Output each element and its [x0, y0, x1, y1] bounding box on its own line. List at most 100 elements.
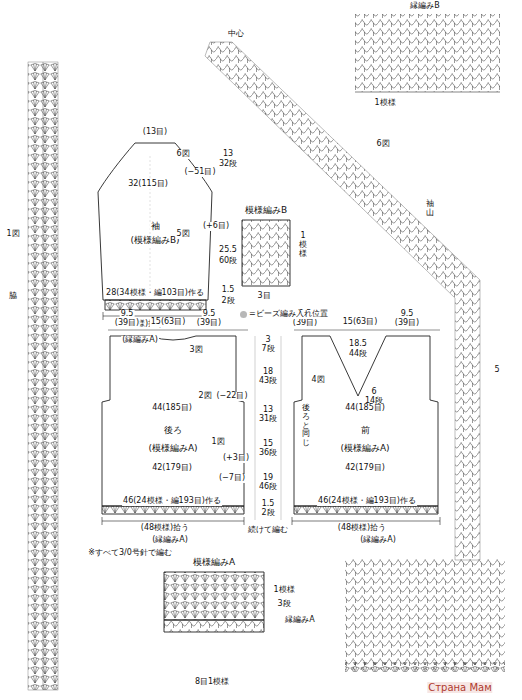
- outline-path: [98, 143, 212, 300]
- dimension-label: (−51目): [183, 168, 216, 177]
- dimension-label: (縁編みA): [151, 536, 189, 545]
- piece-label: (模様編みB): [129, 236, 180, 246]
- dimension-label: 縁編みA: [284, 616, 315, 625]
- dimension-label: 36段: [258, 449, 278, 458]
- dimension-label: 42(179目): [151, 464, 193, 473]
- dimension-label: 脇: [8, 292, 18, 301]
- dimension-label: (48模様)拾う: [140, 524, 190, 533]
- dimension-label: 44(185目): [344, 404, 386, 413]
- dimension-label: (39目): [394, 319, 420, 328]
- dimension-label: (39目): [114, 319, 140, 328]
- dimension-label: 3図: [188, 346, 203, 355]
- dimension-label: 3: [264, 336, 271, 345]
- piece-label: 模様編みA: [192, 558, 236, 568]
- dimension-label: 中心: [227, 30, 245, 39]
- dimension-label: 43段: [258, 377, 278, 386]
- dimension-label: 15(63目): [150, 318, 187, 327]
- dimension-label: 2段: [260, 509, 275, 518]
- dimension-label: 18.5: [348, 340, 368, 349]
- dimension-label: (−7目): [218, 474, 246, 483]
- piece-outline: [238, 204, 294, 288]
- dimension-label: 46(24模様・編193目)作る: [122, 497, 222, 506]
- outline-path: [294, 336, 438, 506]
- bead-swatch: [240, 311, 247, 318]
- piece-label: 前: [360, 426, 371, 436]
- dimension-label: 1模様: [298, 232, 308, 258]
- swatch-box: 模様編みB: [238, 204, 294, 288]
- dimension-label: 44段: [348, 350, 368, 359]
- piece-label: (模様編みA): [147, 444, 198, 454]
- dimension-label: (−22目): [215, 392, 248, 401]
- dimension-label: 5: [493, 366, 500, 375]
- outline-path: [164, 572, 264, 620]
- swatch-box: 模様編みA: [160, 556, 270, 634]
- dimension-label: 3目: [256, 292, 271, 301]
- dimension-label: 続けて編む: [247, 526, 289, 535]
- dimension-label: (+3目): [222, 454, 250, 463]
- dimension-label: 9.5: [202, 310, 217, 319]
- dimension-label: (+6目): [202, 222, 230, 231]
- dimension-label: 6図: [175, 150, 190, 159]
- dimension-label: (縁編みA): [359, 536, 397, 545]
- dimension-label: 6: [370, 388, 377, 397]
- dimension-label: 25.5: [218, 246, 238, 255]
- outline-path: [242, 220, 290, 286]
- dimension-label: (48模様)拾う: [337, 524, 387, 533]
- dimension-label: 32段: [218, 160, 238, 169]
- dimension-label: 31段: [258, 415, 278, 424]
- dimension-label: 19: [262, 474, 274, 483]
- piece-label: 後ろ: [163, 426, 183, 436]
- dimension-label: 1.5: [261, 500, 276, 509]
- dimension-label: 9.5: [400, 310, 415, 319]
- dimension-label: 1模様: [373, 99, 396, 108]
- dimension-label: 1図: [5, 230, 20, 239]
- sleeve-piece: 袖 (模様編みB): [95, 140, 217, 312]
- dimension-label: (39目): [196, 319, 222, 328]
- piece-label: 袖: [150, 222, 161, 232]
- dimension-label: 46段: [258, 483, 278, 492]
- dimension-label: 32(115目): [127, 180, 169, 189]
- dimension-label: 1図: [210, 438, 225, 447]
- outline-path: [294, 506, 438, 514]
- dimension-label: 13: [262, 406, 274, 415]
- dimension-label: 28(34模様・編103目)作る: [105, 289, 205, 298]
- dimension-label: (39目): [292, 319, 318, 328]
- piece-outline: [100, 334, 248, 516]
- front-piece: 前 (模様編みA): [292, 334, 442, 516]
- dimension-label: 18: [262, 368, 274, 377]
- dimension-label: 46(24模様・編193目)作る: [317, 497, 417, 506]
- dimension-label: 4図: [310, 376, 325, 385]
- piece-label: 模様編みB: [244, 206, 288, 216]
- legend-text: =ビーズ編み入れ位置: [248, 310, 329, 319]
- outline-path: [102, 506, 244, 514]
- dimension-label: 6図: [375, 140, 390, 149]
- dimension-label: 8目1模様: [194, 678, 230, 687]
- dimension-label: 1.5: [221, 286, 236, 295]
- piece-label: (模様編みA): [339, 444, 390, 454]
- dimension-label: (縁編みA): [121, 336, 159, 345]
- dimension-label: 5図: [175, 230, 190, 239]
- dimension-label: 縁編みB: [409, 2, 441, 11]
- dimension-label: ※すべて3/0号針で編む: [87, 549, 173, 558]
- outline-path: [105, 300, 206, 310]
- dimension-label: (13目): [142, 128, 168, 137]
- dimension-label: 袖山: [425, 200, 435, 218]
- dimension-label: 42(179目): [344, 464, 386, 473]
- piece-outline: [292, 334, 442, 516]
- dimension-label: 15: [262, 440, 274, 449]
- dimension-label: 60段: [218, 257, 238, 266]
- dimension-label: 13: [222, 150, 234, 159]
- back-piece: 後ろ (模様編みA): [100, 334, 248, 516]
- dimension-label: 9.5: [120, 310, 135, 319]
- dimension-label: 7段: [260, 345, 275, 354]
- dimension-label: 1模様: [272, 586, 295, 595]
- dimension-label: 44(185目): [151, 404, 193, 413]
- dimension-label: 15(63目): [342, 318, 379, 327]
- watermark: Страна Мам: [427, 682, 492, 693]
- dimension-label: 3段: [276, 600, 291, 609]
- dimension-label: 後ろと同じ: [301, 404, 311, 448]
- outline-path: [164, 620, 264, 632]
- dimension-label: 2段: [220, 297, 235, 306]
- dimension-label: 2図: [197, 392, 212, 401]
